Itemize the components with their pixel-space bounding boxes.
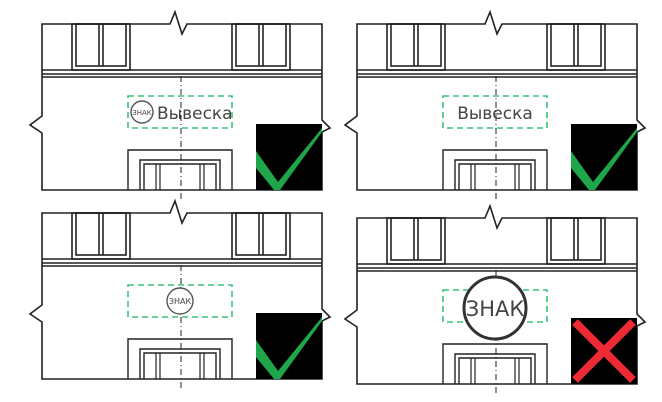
check-icon [256, 317, 322, 379]
door-inner [143, 163, 217, 190]
cross-stroke [572, 319, 636, 383]
window-inner [235, 23, 287, 67]
window-frame [546, 23, 606, 71]
window-inner [390, 23, 442, 67]
sign-zone-dashed [127, 284, 233, 318]
panel-sign-with-emblem: ЗНАК Вывеска [28, 9, 332, 200]
door-frame [127, 338, 233, 379]
entrance-door [442, 343, 548, 384]
window-inner [235, 212, 287, 256]
sign-text: Вывеска [157, 104, 233, 124]
window [386, 23, 446, 71]
door-inner [139, 348, 221, 379]
window [231, 212, 291, 260]
building-outline [28, 9, 332, 191]
window-frame [231, 23, 291, 71]
emblem-text: ЗНАК [466, 297, 525, 321]
panel-large-emblem: ЗНАК [343, 203, 647, 394]
window [546, 23, 606, 71]
window [71, 23, 131, 71]
panel-small-emblem: ЗНАК [28, 198, 332, 389]
window-inner [550, 217, 602, 261]
window-inner [550, 23, 602, 67]
building-outline [343, 9, 647, 191]
verdict-badge-correct [256, 124, 322, 190]
cross-icon [572, 319, 636, 383]
door-inner [139, 159, 221, 190]
check-icon [256, 128, 322, 190]
emblem-circle [166, 287, 194, 315]
door-inner [458, 357, 532, 384]
building-outline [28, 198, 332, 380]
badge-background [256, 124, 322, 190]
badge-background [256, 313, 322, 379]
window-frame [71, 212, 131, 260]
sign-zone-dashed [442, 95, 548, 129]
panel-sign-only: Вывеска [343, 9, 647, 200]
emblem-text: ЗНАК [132, 109, 152, 117]
sign-text: Вывеска [457, 104, 533, 124]
emblem-circle-large [462, 275, 528, 341]
window [231, 23, 291, 71]
emblem-circle [130, 100, 154, 124]
door-inner [454, 353, 536, 384]
window [546, 217, 606, 265]
verdict-badge-correct [571, 124, 637, 190]
entrance-door [127, 149, 233, 190]
sign-zone-dashed [127, 95, 233, 129]
window-frame [386, 23, 446, 71]
verdict-badge-incorrect [571, 318, 637, 384]
window-inner [75, 23, 127, 67]
check-icon [571, 128, 637, 190]
door-frame [442, 343, 548, 384]
window-inner [390, 217, 442, 261]
door-inner [458, 163, 532, 190]
door-inner [143, 352, 217, 379]
entrance-door [127, 338, 233, 379]
door-frame [442, 149, 548, 190]
window-frame [231, 212, 291, 260]
window [71, 212, 131, 260]
window-frame [546, 217, 606, 265]
window-frame [71, 23, 131, 71]
building-outline [343, 203, 647, 385]
emblem-text: ЗНАК [169, 297, 192, 306]
window-inner [75, 212, 127, 256]
entrance-door [442, 149, 548, 190]
window [386, 217, 446, 265]
door-frame [127, 149, 233, 190]
verdict-badge-correct [256, 313, 322, 379]
door-inner [454, 159, 536, 190]
window-frame [386, 217, 446, 265]
